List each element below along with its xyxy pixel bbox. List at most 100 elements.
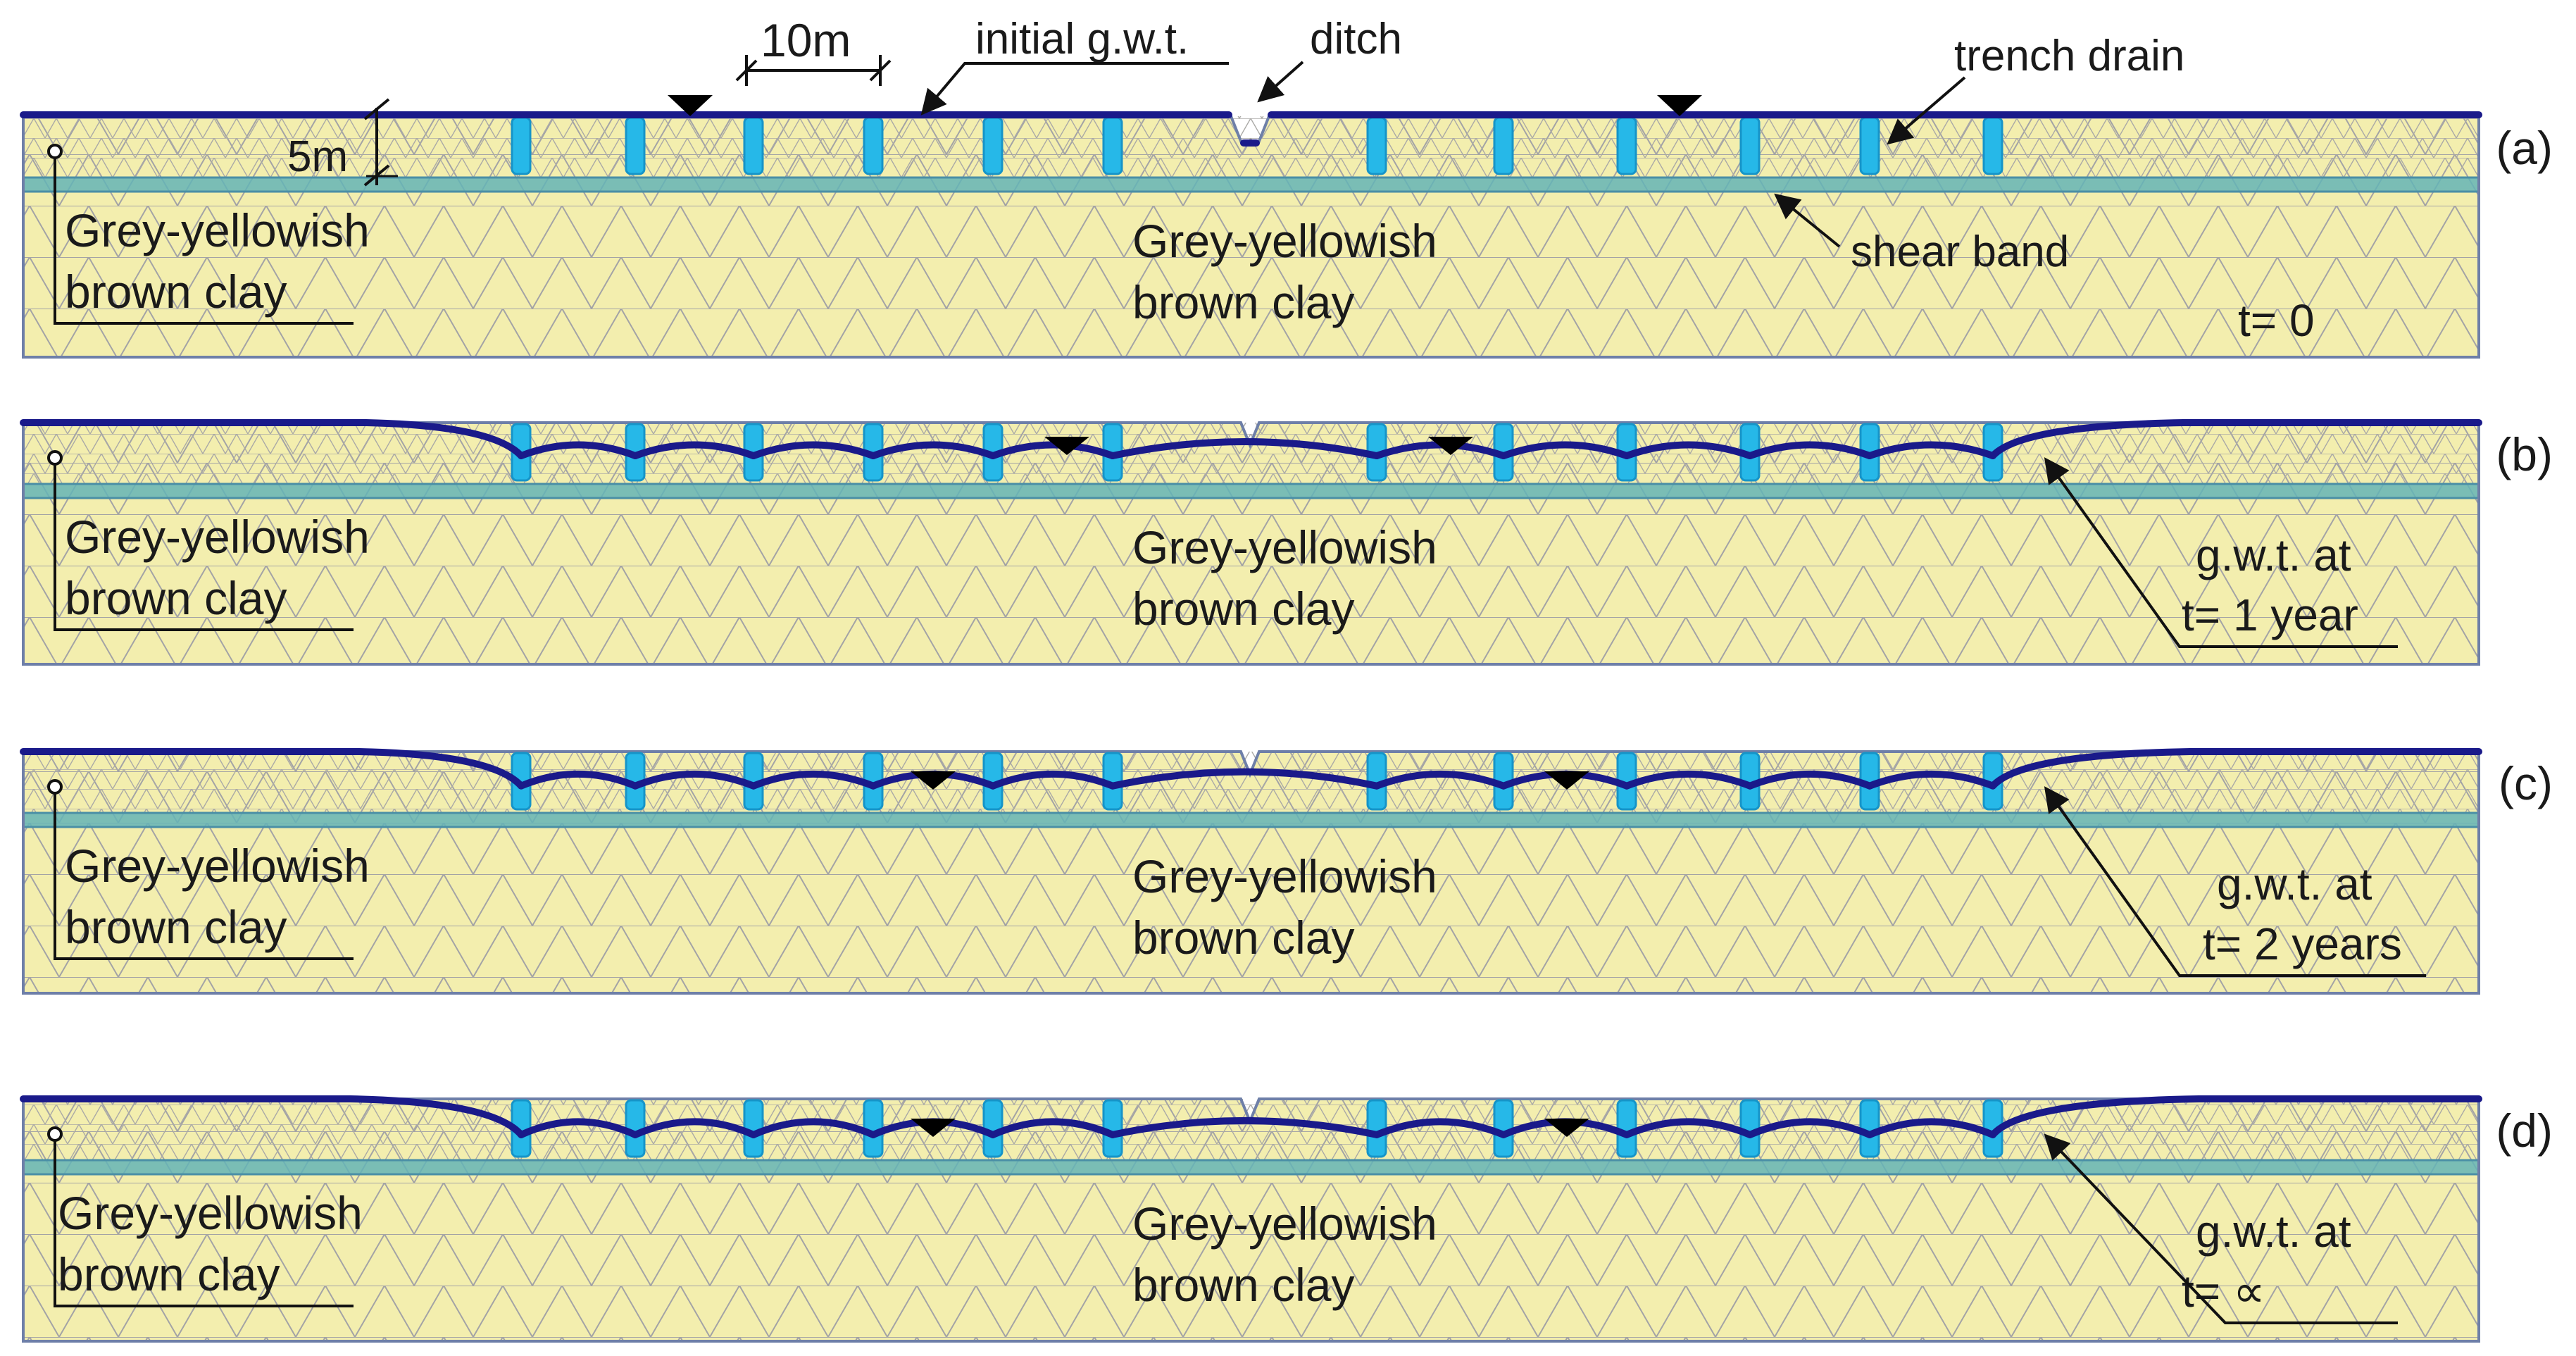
left-layer-label: brown clay (65, 572, 287, 624)
label-point-marker (47, 779, 63, 795)
spacing-dimension-label: 10m (761, 14, 851, 66)
time-label: g.w.t. at (2217, 859, 2372, 909)
mesh-fine (23, 1099, 2479, 1160)
water-table-symbol (1544, 1119, 1589, 1137)
depth-dimension-label: 5m (287, 132, 348, 181)
shear-band-pointer (1774, 193, 1841, 248)
gwt-arc (632, 441, 757, 459)
gwt-arc (1373, 1118, 1507, 1138)
left-layer-label: brown clay (58, 1248, 280, 1300)
left-layer-label: Grey-yellowish (65, 840, 370, 892)
label-leader-line (54, 1140, 354, 1307)
trench-drain (1366, 116, 1387, 175)
gwt-line (20, 1095, 525, 1138)
trench-drain (1102, 116, 1123, 175)
trench-drain (1493, 116, 1514, 175)
mesh-fine (23, 116, 2479, 178)
left-layer-label: brown clay (65, 901, 287, 953)
trench-drain (1366, 1099, 1387, 1158)
gwt-line (1989, 1095, 2482, 1138)
gwt-pointer-arrow (2044, 786, 2426, 977)
gwt-arc (1746, 441, 1873, 459)
gwt-arc (750, 770, 877, 790)
label-leader-line (54, 464, 354, 631)
time-label: g.w.t. at (2196, 530, 2351, 580)
center-layer-label: brown clay (1132, 912, 1354, 964)
time-label: t= 1 year (2182, 590, 2358, 640)
dimension-tick (869, 59, 892, 82)
gwt-arc (870, 441, 996, 459)
center-layer-label: Grey-yellowish (1132, 850, 1437, 902)
gwt-arc (518, 1118, 639, 1138)
gwt-arc (632, 770, 757, 790)
center-layer-label: brown clay (1132, 1259, 1354, 1311)
center-layer-label: Grey-yellowish (1132, 1198, 1437, 1250)
gwt-arc (1500, 441, 1630, 459)
trench-drain (1859, 116, 1880, 175)
gwt-arc (1746, 1118, 1873, 1138)
gwt-arc (1373, 770, 1507, 790)
gwt-arc (750, 441, 877, 459)
label-point-marker (47, 1126, 63, 1142)
gwt-arc (518, 770, 639, 790)
gwt-arc (1109, 438, 1380, 459)
initial-gwt-pointer (920, 62, 1229, 116)
water-table-symbol (1544, 771, 1589, 790)
shear-band (23, 1160, 2479, 1174)
water-table-symbol (1428, 437, 1473, 455)
label-point-marker (47, 144, 63, 159)
gwt-arc (1109, 768, 1380, 790)
left-layer-label: Grey-yellowish (65, 204, 370, 256)
shear-band-label: shear band (1851, 228, 2069, 276)
trench-drain (1616, 116, 1637, 175)
gwt-line (1989, 419, 2482, 459)
water-table-symbol (911, 771, 956, 790)
trench-drain (1739, 116, 1761, 175)
gwt-arc (1866, 1118, 1996, 1138)
gwt-arc (1866, 770, 1996, 790)
domain-border (22, 421, 2480, 666)
center-layer-label: Grey-yellowish (1132, 215, 1437, 267)
panel-tag: (b) (2496, 428, 2553, 480)
gwt-pointer-arrow (2044, 1133, 2398, 1324)
center-layer-label: brown clay (1132, 583, 1354, 635)
gwt-arc (632, 1118, 757, 1138)
panel-tag: (d) (2496, 1105, 2553, 1157)
water-table-symbol (668, 95, 713, 116)
water-table-symbol (911, 1119, 956, 1137)
shear-band (23, 484, 2479, 498)
label-point-marker (47, 450, 63, 466)
trench-drain (625, 116, 646, 175)
trench-drain (743, 116, 764, 175)
panel-c: (c) Grey-yellowish brown clay Grey-yellowis… (20, 748, 2553, 995)
domain-border (22, 750, 2480, 995)
gwt-arc (1866, 441, 1996, 459)
trench-drain (863, 116, 884, 175)
left-layer-label: Grey-yellowish (65, 511, 370, 563)
gwt-line (20, 748, 525, 790)
trench-drain-label: trench drain (1954, 32, 2184, 80)
gwt-arc (1746, 770, 1873, 790)
ditch-label: ditch (1310, 15, 1402, 63)
panel-tag: (c) (2499, 757, 2553, 809)
trench-drain-pointer (1887, 76, 1966, 145)
gwt-arc (1623, 1118, 1753, 1138)
gwt-arc (989, 441, 1116, 459)
trench-drain (511, 116, 532, 175)
shear-band (23, 178, 2479, 192)
center-layer-label: brown clay (1132, 276, 1354, 328)
mesh-fine (23, 752, 2479, 813)
trench-drain (1982, 116, 2003, 175)
time-label: t= 0 (2238, 295, 2315, 346)
panel-tag: (a) (2496, 122, 2553, 174)
gwt-arc (1623, 441, 1753, 459)
shear-band (23, 813, 2479, 827)
ditch-pointer (1257, 61, 1304, 103)
label-leader-line (54, 793, 354, 960)
trench-drain (982, 116, 1003, 175)
time-label: g.w.t. at (2196, 1206, 2351, 1257)
